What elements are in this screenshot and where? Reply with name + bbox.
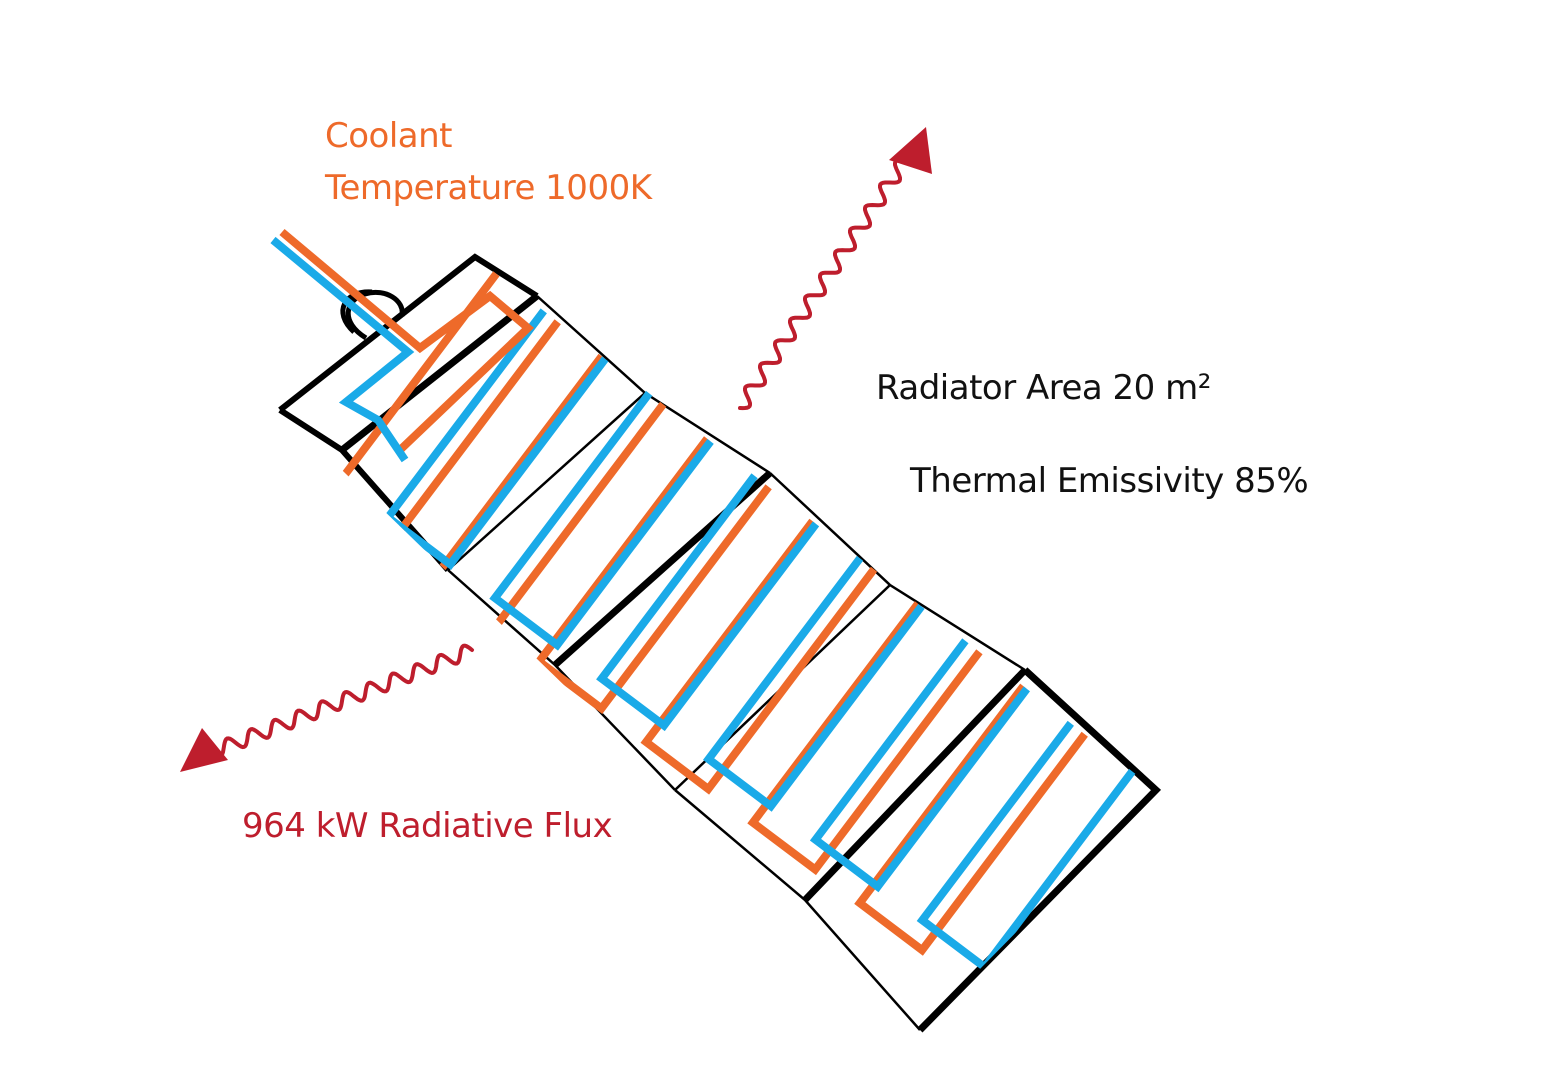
hinge-icon (340, 289, 405, 341)
wavy-arrow-icon (180, 643, 474, 772)
cold-coolant-loop (916, 683, 1156, 973)
cold-coolant-loop (489, 360, 738, 651)
hot-coolant-loop (854, 666, 1103, 956)
coolant-temperature-label: Coolant Temperature 1000K (325, 110, 652, 214)
coolant-label-line1: Coolant (325, 116, 453, 156)
inlet-pipes (270, 228, 534, 463)
cold-coolant-loop (809, 602, 1058, 893)
cold-coolant-loop (702, 521, 952, 812)
radiator-area-label: Radiator Area 20 m² (876, 368, 1211, 408)
thermal-emissivity-label: Thermal Emissivity 85% (910, 461, 1309, 501)
cold-inlet-pipe (270, 236, 415, 463)
hot-inlet-pipe (279, 228, 534, 453)
cold-coolant-loop (596, 441, 845, 732)
wavy-arrow-icon (738, 127, 932, 411)
radiative-flux-label: 964 kW Radiative Flux (242, 806, 613, 846)
coolant-label-line2: Temperature 1000K (325, 168, 652, 208)
